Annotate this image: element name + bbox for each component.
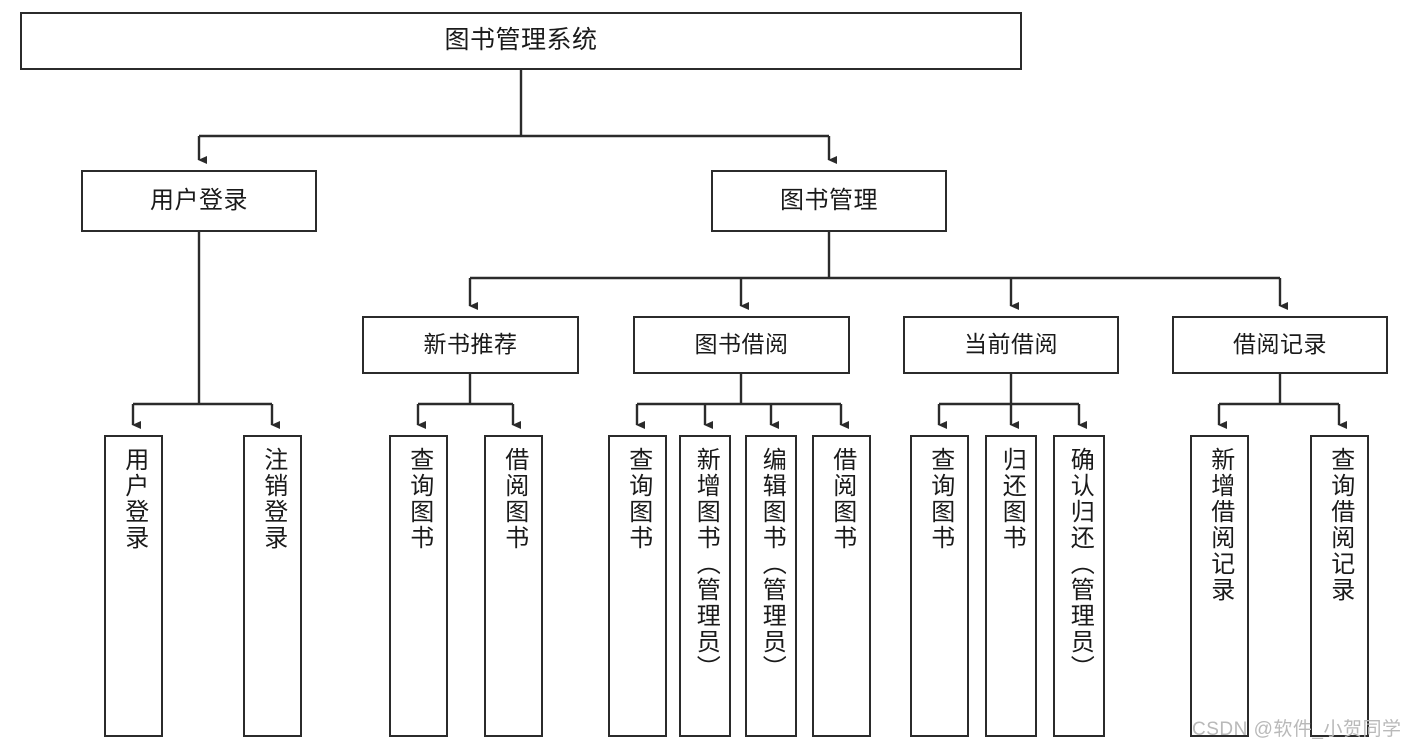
node-user-login-label: 用户登录 [150, 186, 248, 214]
node-book-borrow[interactable]: 图书借阅 [633, 316, 850, 374]
node-leaf-borrow-book-1-label: 借阅图书 [500, 447, 528, 551]
node-leaf-query-book-2[interactable]: 查询图书 [608, 435, 667, 737]
node-borrow-record-label: 借阅记录 [1233, 331, 1327, 358]
node-new-book-recommend[interactable]: 新书推荐 [362, 316, 579, 374]
node-current-borrow[interactable]: 当前借阅 [903, 316, 1119, 374]
node-leaf-user-logout-label: 注销登录 [259, 447, 287, 551]
node-leaf-borrow-book-2-label: 借阅图书 [828, 447, 856, 551]
node-leaf-user-logout[interactable]: 注销登录 [243, 435, 302, 737]
node-root-label: 图书管理系统 [444, 26, 598, 55]
node-user-login[interactable]: 用户登录 [81, 170, 317, 232]
node-root[interactable]: 图书管理系统 [20, 12, 1022, 70]
node-leaf-confirm-return-label: 确认归还（管理员） [1066, 447, 1094, 681]
node-leaf-user-login-label: 用户登录 [120, 447, 148, 551]
node-leaf-add-record-label: 新增借阅记录 [1206, 447, 1234, 603]
node-leaf-borrow-book-1[interactable]: 借阅图书 [484, 435, 543, 737]
node-leaf-return-book[interactable]: 归还图书 [985, 435, 1037, 737]
watermark-text: CSDN @软件_小贺同学 [1192, 719, 1402, 740]
node-leaf-edit-book-label: 编辑图书（管理员） [758, 447, 786, 681]
node-leaf-query-book-1[interactable]: 查询图书 [389, 435, 448, 737]
node-leaf-query-record-label: 查询借阅记录 [1326, 447, 1354, 603]
node-leaf-query-book-1-label: 查询图书 [405, 447, 433, 551]
node-leaf-edit-book[interactable]: 编辑图书（管理员） [745, 435, 797, 737]
node-new-book-recommend-label: 新书推荐 [423, 331, 518, 358]
node-leaf-user-login[interactable]: 用户登录 [104, 435, 163, 737]
node-borrow-record[interactable]: 借阅记录 [1172, 316, 1388, 374]
node-leaf-add-record[interactable]: 新增借阅记录 [1190, 435, 1249, 737]
node-leaf-return-book-label: 归还图书 [998, 447, 1026, 551]
node-leaf-query-book-3[interactable]: 查询图书 [910, 435, 969, 737]
node-current-borrow-label: 当前借阅 [964, 331, 1058, 358]
node-leaf-query-record[interactable]: 查询借阅记录 [1310, 435, 1369, 737]
node-leaf-query-book-3-label: 查询图书 [926, 447, 954, 551]
node-leaf-add-book[interactable]: 新增图书（管理员） [679, 435, 731, 737]
node-leaf-query-book-2-label: 查询图书 [624, 447, 652, 551]
node-leaf-add-book-label: 新增图书（管理员） [692, 447, 720, 681]
node-book-borrow-label: 图书借阅 [694, 331, 789, 358]
node-leaf-confirm-return[interactable]: 确认归还（管理员） [1053, 435, 1105, 737]
node-book-management-label: 图书管理 [780, 186, 878, 214]
node-leaf-borrow-book-2[interactable]: 借阅图书 [812, 435, 871, 737]
node-book-management[interactable]: 图书管理 [711, 170, 947, 232]
